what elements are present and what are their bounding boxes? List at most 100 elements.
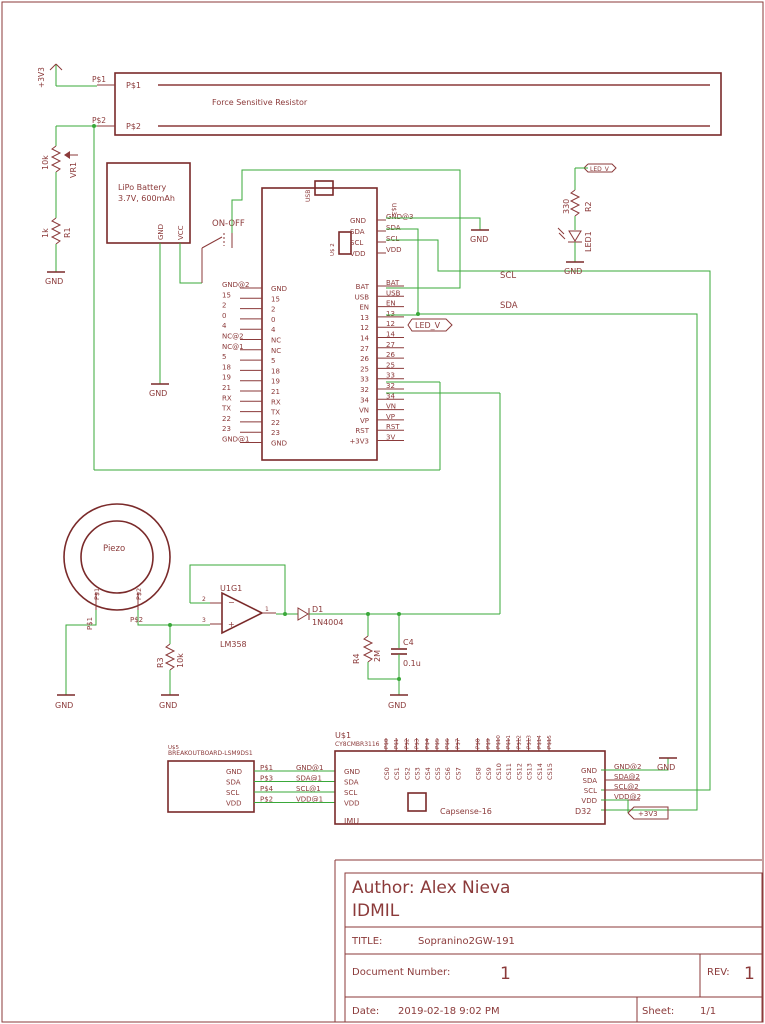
capsense-cs-label: CS3 [414,767,422,780]
mcu-net-label: 5 [222,353,226,361]
opamp-name: U1G1 [220,584,242,593]
r2-resistor: 330 R2 [562,189,593,217]
v3v3-port: +3V3 [627,806,669,820]
mcu-pin-label: 26 [360,355,369,363]
capsense-cs-pin-number: P$7 [455,738,461,749]
rev-label: REV: [707,967,730,978]
capsense-pin-label: SDA [583,777,598,785]
mcu-net-label: 26 [386,351,395,359]
capsense-cs-pin-number: P$8 [476,738,482,749]
mcu-pin-label: 5 [271,357,275,365]
capsense-cs-label: CS9 [485,767,493,780]
mcu-net-label: NC@1 [222,343,244,351]
mcu-pin-label: 33 [360,376,369,384]
c4-value: 0.1u [403,659,421,668]
mcu-name: U$3 [390,203,397,215]
mcu-pin-label: 15 [271,295,280,303]
capsense-cs-pin-number: P$9 [486,738,492,749]
mcu-net-label: 0 [222,312,226,320]
capsense-net-label: GND@2 [614,763,642,771]
mcu-net-label: 13 [386,310,395,318]
r4-name: R4 [352,653,361,664]
mcu-pin-label: 21 [271,388,280,396]
capsense-cs-pin-number: P$2 [404,739,410,749]
switch-label: ON-OFF [212,219,245,229]
gnd-symbol: GND [149,383,169,398]
r4-value: 2M [373,650,382,662]
gnd-symbol: GND [45,271,65,286]
mcu-pin-label: RX [271,398,281,406]
mcu-pin-label: SCL [350,239,363,247]
capsense-cs-pin-number: P$11 [506,735,512,749]
mcu-pin-label: VN [359,407,369,415]
mcu-pin-label: GND [271,285,287,293]
svg-text:GND: GND [149,389,167,398]
capsense-cs-pin-number: P$3 [415,738,421,749]
mcu-pin-label: BAT [356,283,370,291]
mcu-pin-label: EN [359,304,369,312]
capsense-pin-label: VDD [581,797,597,805]
capsense-cs-pin-number: P$6 [445,738,451,749]
mcu-net-label: GND@1 [222,436,250,444]
mcu-net-label: GND@3 [386,213,414,221]
mcu-net-label: TX [221,405,231,413]
mcu-net-label: 25 [386,361,395,369]
mcu-pin-label: VDD [350,250,366,258]
mcu-net-label: 12 [386,320,395,328]
svg-text:+: + [228,620,235,629]
title-block: Author: Alex Nieva IDMIL TITLE: Sopranin… [334,859,763,1023]
mcu-pin-label: VP [360,417,369,425]
led1-name: LED1 [584,231,593,252]
mcu-pin-label: 4 [271,326,276,334]
fsr-pin1-label: P$1 [126,81,141,90]
capsense-cs-label: CS10 [495,763,503,780]
mcu-net-label: VN [386,403,396,411]
capsense-cs-label: CS8 [475,767,483,780]
svg-text:2: 2 [202,596,206,603]
mcu-net-label: VDD [386,246,402,254]
on-off-switch: ON-OFF [201,219,245,283]
imu-net-label: GND@1 [296,764,324,772]
sheet-label: Sheet: [642,1006,674,1017]
gnd-symbol: GND [388,694,408,710]
capsense-cs-label: CS12 [515,763,523,780]
c4-name: C4 [403,638,414,647]
mcu-pin-label: NC [271,347,281,355]
d1-diode: D1 1N4004 [297,605,343,627]
svg-text:1: 1 [265,606,269,613]
imu-pin-number: P$1 [260,764,273,772]
piezo-p2: P$2 [135,588,143,600]
capsense-chip: U$1 CY8CMBR3116 Capsense-16 D32 IMU GNDS… [334,731,642,826]
mcu-pin-label: SDA [350,228,365,236]
capsense-cs-pin-number: P$1 [394,739,400,749]
lipo-battery: LiPo Battery 3.7V, 600mAh GND VCC [106,162,191,244]
docnum-label: Document Number: [352,967,450,978]
capsense-cs-pin-number: P$14 [537,735,543,749]
mcu-net-label: RX [222,394,232,402]
r1-resistor: 1k R1 [41,217,72,245]
capsense-cs-label: CS4 [424,767,432,780]
r3-name: R3 [156,657,165,668]
fsr-net1: P$1 [92,75,106,84]
imu-net-label: VDD@1 [296,796,323,804]
fsr-component: P$1 P$2 Force Sensitive Resistor P$1 P$2 [92,72,722,136]
mcu-net-label: 21 [222,384,231,392]
mcu-pin-label: GND [350,217,366,225]
sda-net-label: SDA [500,301,518,311]
svg-text:GND: GND [159,701,177,710]
imu-pin-number: P$3 [260,775,273,783]
piezo-label: Piezo [103,544,125,554]
capsense-cs-label: CS11 [505,763,513,780]
gnd-symbol: GND [159,694,179,710]
capsense-pin-label: VDD [344,800,360,808]
vr1-name: VR1 [69,162,78,178]
capsense-cs-label: CS5 [434,767,442,780]
capsense-cs-label: CS7 [454,767,462,780]
r2-value: 330 [562,199,571,214]
r1-name: R1 [63,227,72,238]
imu-pin-label: GND [226,768,242,776]
capsense-pin-label: SDA [344,779,359,787]
